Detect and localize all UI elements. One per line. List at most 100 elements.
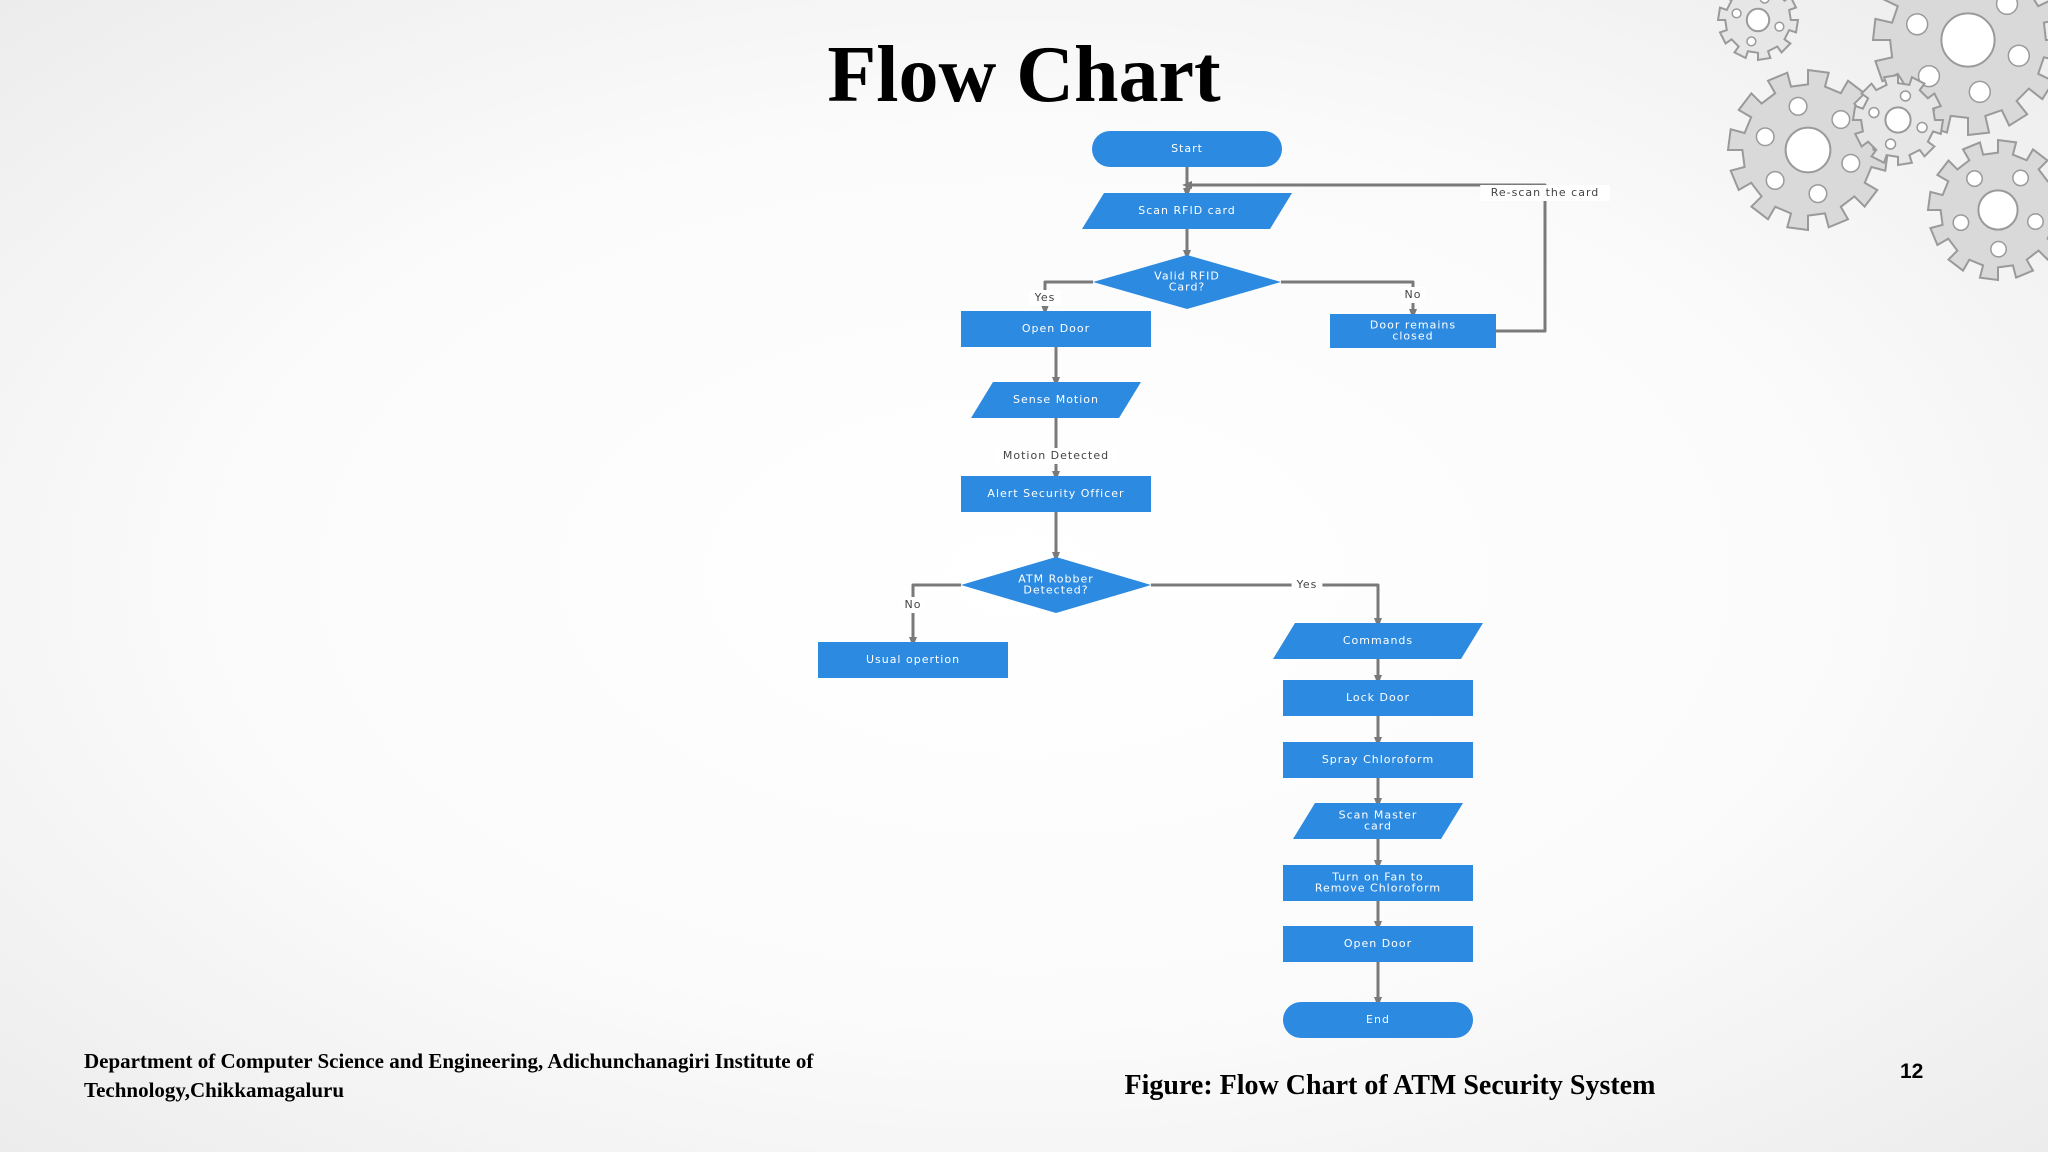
node-open-door-2: Open Door [1283,926,1473,962]
node-label: Door remains [1370,319,1456,332]
gear-hole [1899,90,1912,102]
node-spray: Spray Chloroform [1283,742,1473,778]
node-label: Commands [1343,634,1413,647]
node-label: End [1366,1013,1390,1026]
gear-hole [1968,80,1991,104]
process-shape [1283,865,1473,901]
node-lock-door: Lock Door [1283,680,1473,716]
gear-hole [1884,138,1897,150]
node-label: card [1364,820,1392,833]
gear-hole [1831,110,1851,130]
node-label: Start [1171,142,1203,155]
department-footer: Department of Computer Science and Engin… [84,1049,814,1102]
gear-hole [1868,106,1880,119]
gear-hole [1765,170,1785,190]
process-shape [1283,926,1473,962]
node-label: Detected? [1023,584,1088,597]
page-number: 12 [1900,1060,1924,1083]
node-label: Sense Motion [1013,393,1099,406]
process-shape [818,642,1008,678]
parallelogram-shape [1273,623,1483,659]
node-label: Open Door [1022,322,1090,335]
node-label: Lock Door [1346,691,1410,704]
edge-valid-rfid-to-door-closed [1281,280,1417,319]
gear-hole [1905,13,1929,36]
node-end: End [1283,1002,1473,1038]
node-label: closed [1392,330,1433,343]
gear-hub [1884,106,1912,134]
terminal-shape [1092,131,1282,167]
edge-label-background [995,448,1117,464]
parallelogram-shape [971,382,1141,418]
node-label: Alert Security Officer [987,487,1124,500]
terminal-shape [1283,1002,1473,1038]
gear-hole [1731,8,1742,19]
edge-door-closed-to-scan-rfid [1182,181,1547,333]
gear-hole [2007,44,2031,67]
gear-hole [1917,64,1941,88]
gear-hole [1952,214,1970,232]
node-label: Remove Chloroform [1315,882,1441,895]
process-shape [1330,314,1496,348]
edge-label-no: No [1405,288,1422,301]
edge-label-background [1291,577,1323,593]
parallelogram-shape [1293,803,1463,839]
edge-label-motion-detected: Motion Detected [1003,449,1109,462]
gear-hole [1966,170,1983,188]
gear-hole [1759,0,1770,4]
process-shape [961,311,1151,347]
diamond-shape [961,557,1151,613]
edge-label-re-scan-the-card: Re-scan the card [1491,186,1600,199]
process-shape [1283,680,1473,716]
node-open-door-1: Open Door [961,311,1151,347]
node-label: Usual opertion [866,653,960,666]
gear-hub [1745,7,1771,33]
gear-hole [1916,121,1928,134]
figure-caption: Figure: Flow Chart of ATM Security Syste… [1124,1070,1656,1101]
diamond-shape [1093,255,1281,309]
edge-robber-to-usual [909,583,961,647]
gear-hole [1746,36,1757,47]
node-scan-rfid: Scan RFID card [1082,193,1292,229]
edge-label-background [1480,185,1610,201]
gear-hole [1755,127,1775,147]
slide-title: Flow Chart [827,31,1221,119]
node-alert: Alert Security Officer [961,476,1151,512]
node-label: ATM Robber [1018,573,1094,586]
edge-label-yes: Yes [1034,291,1056,304]
gear-hole [1995,0,2019,16]
gear-hole [1990,240,2008,258]
node-label: Scan RFID card [1138,204,1236,217]
gear-hole [1774,21,1785,32]
gear-hub [1940,12,1996,68]
node-start: Start [1092,131,1282,167]
parallelogram-shape [1082,193,1292,229]
edge-label-no: No [905,598,922,611]
edge-label-background [1401,287,1425,303]
node-label: Turn on Fan to [1331,871,1424,884]
process-shape [961,476,1151,512]
node-label: Scan Master [1339,809,1418,822]
gears-decoration-image [1716,0,2048,282]
gear-hole [2026,213,2044,231]
gear-hub [1977,189,2019,231]
edge-label-background [1029,290,1061,306]
node-label: Valid RFID [1154,270,1220,283]
node-commands: Commands [1273,623,1483,659]
edge-label-background [901,597,925,613]
node-sense-motion: Sense Motion [971,382,1141,418]
node-label: Open Door [1344,937,1412,950]
edge-robber-to-commands [1151,583,1382,628]
node-label: Card? [1169,281,1206,294]
gear-hole [1788,96,1808,116]
edge-label-yes: Yes [1296,578,1318,591]
process-shape [1283,742,1473,778]
gear-hole [1808,184,1828,204]
gear-hub [1784,126,1832,174]
